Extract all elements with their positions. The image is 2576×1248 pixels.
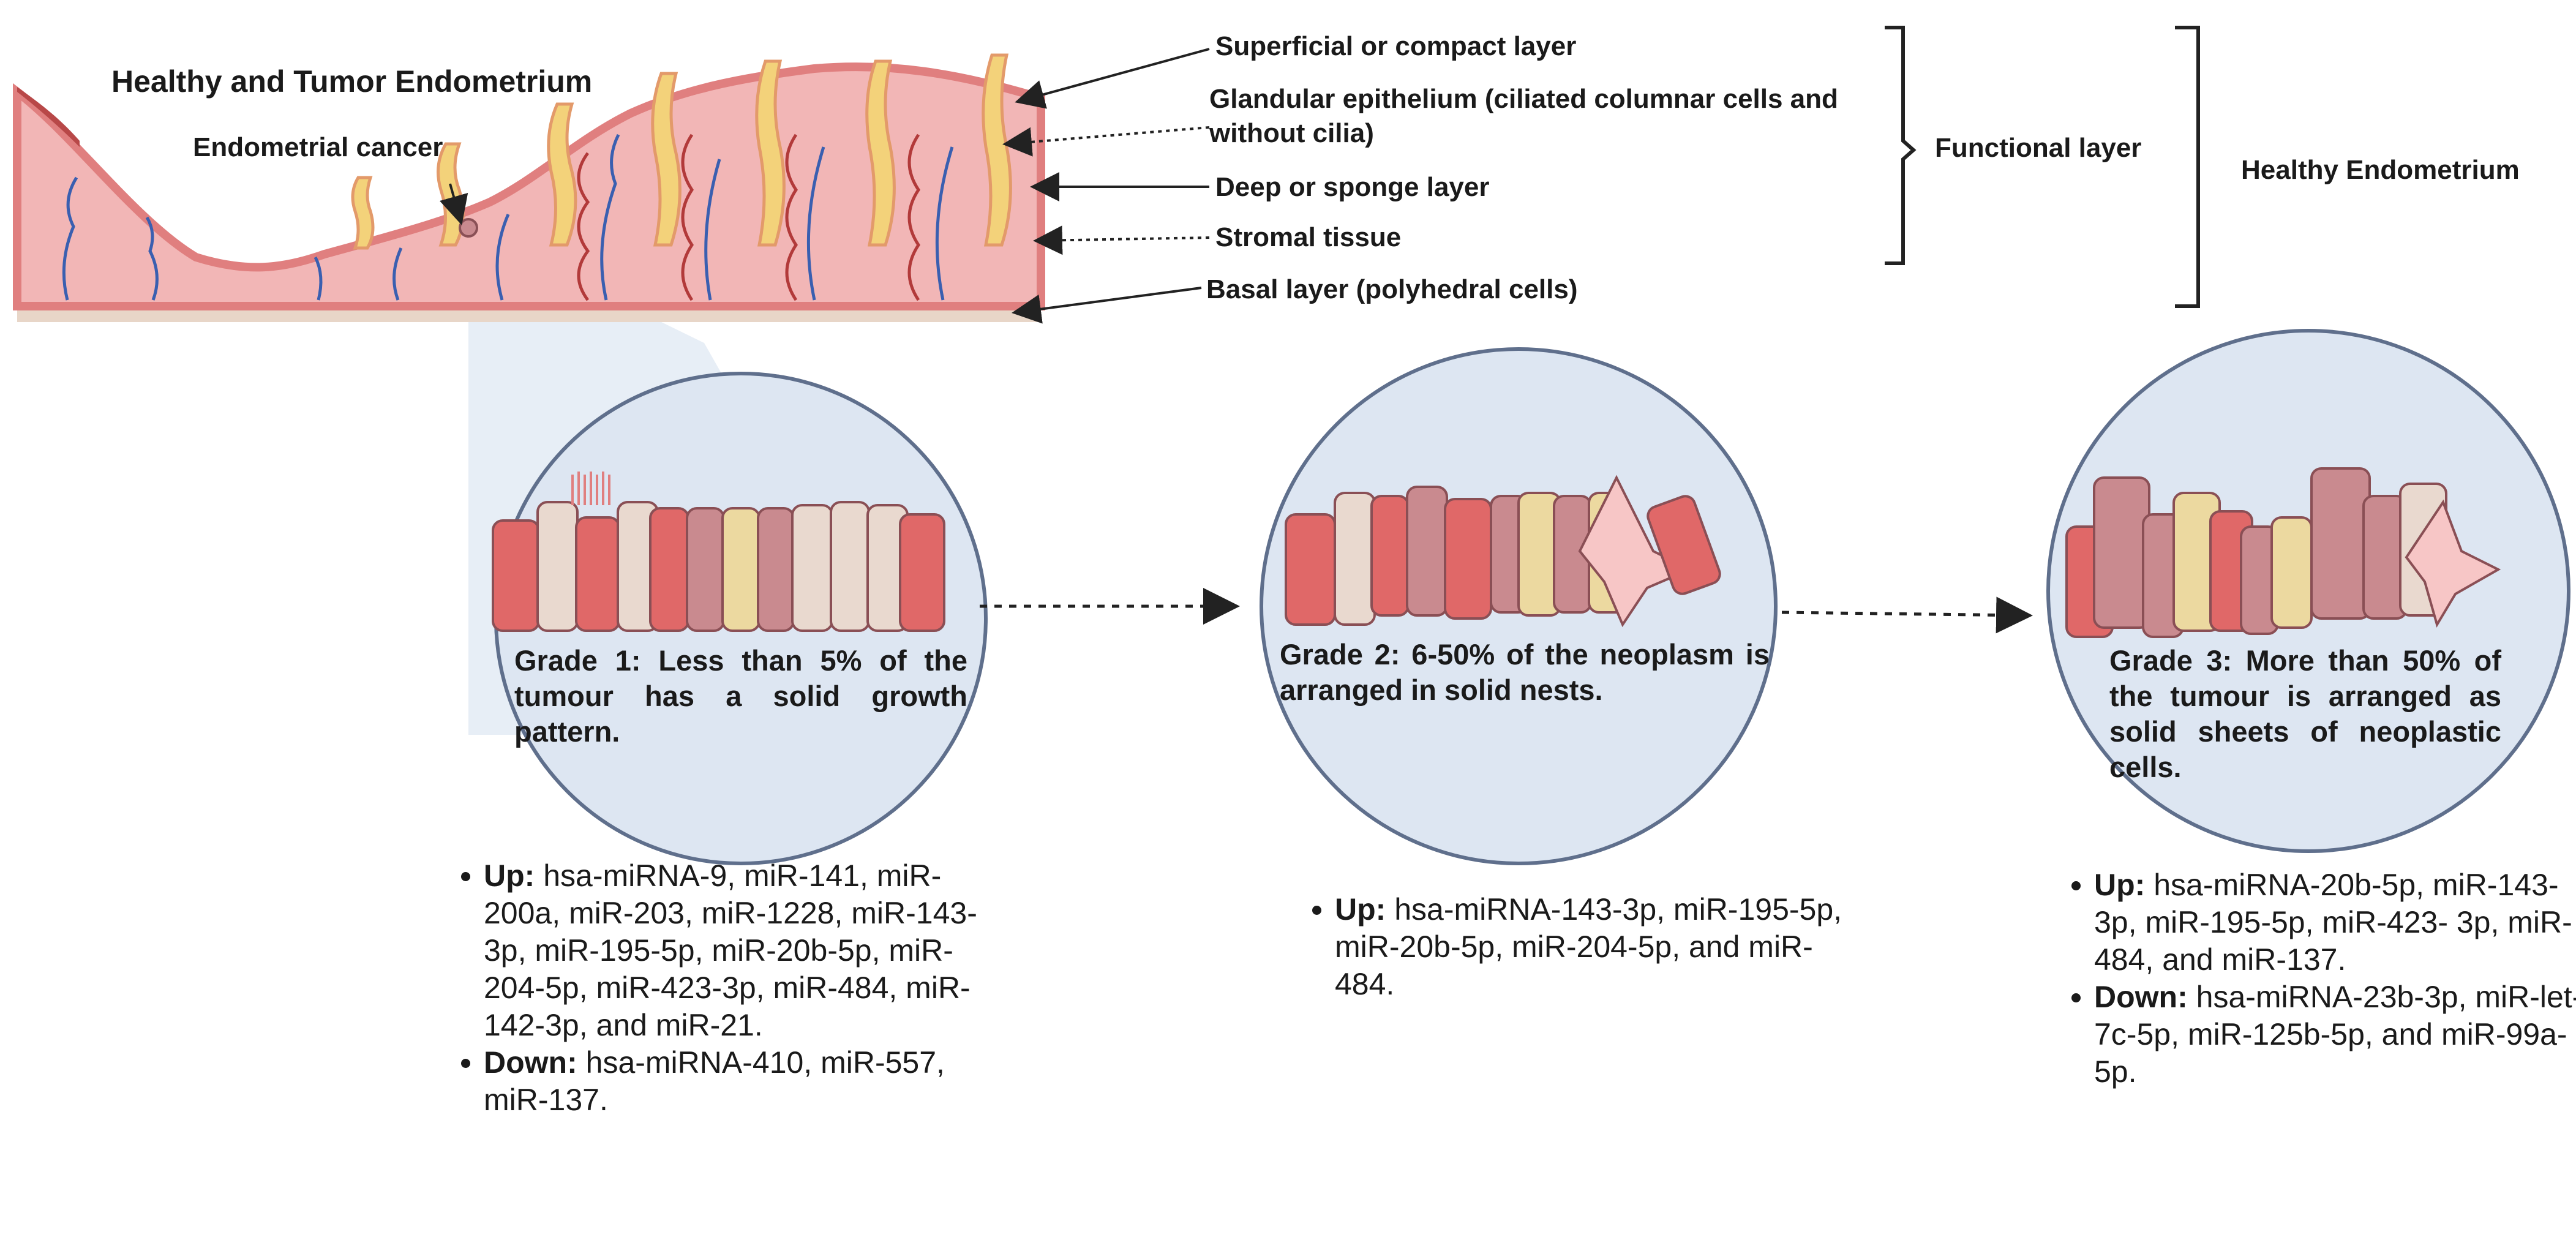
grade-3-up-text: hsa-miRNA-20b-5p, miR-143-3p, miR-195-5p…	[2094, 868, 2572, 977]
up-label: Up:	[484, 859, 535, 893]
grade-2-cells	[1285, 475, 1721, 628]
down-label: Down:	[2094, 980, 2188, 1014]
cancer-site	[459, 218, 478, 238]
grade-2-up-text: hsa-miRNA-143-3p, miR-195-5p, miR-20b-5p…	[1335, 892, 1842, 1001]
grade-1-cells	[492, 472, 945, 632]
grade-3-mirna-list: Up: hsa-miRNA-20b-5p, miR-143-3p, miR-19…	[2051, 866, 2576, 1091]
layer-arrows	[440, 48, 1210, 324]
grade-3-down-text: hsa-miRNA-23b-3p, miR-let-7c-5p, miR-125…	[2094, 980, 2576, 1089]
endometrium-tissue	[13, 53, 1045, 322]
healthy-endometrium-label: Healthy Endometrium	[2241, 155, 2520, 185]
diagram-title: Healthy and Tumor Endometrium	[111, 64, 593, 99]
grade-1-up-item: Up: hsa-miRNA-9, miR-141, miR-200a, miR-…	[484, 857, 986, 1044]
cancer-label: Endometrial cancer	[193, 132, 443, 162]
grade-arrows	[980, 588, 2033, 634]
deep-layer-label: Deep or sponge layer	[1215, 172, 1490, 202]
grade-1-down-item: Down: hsa-miRNA-410, miR-557, miR-137.	[484, 1044, 986, 1119]
grade-1-up-text: hsa-miRNA-9, miR-141, miR-200a, miR-203,…	[484, 859, 977, 1042]
vessels	[62, 133, 954, 301]
grade-1-text: Grade 1: Less than 5% of the tumour has …	[514, 644, 967, 748]
grade-1-down-text: hsa-miRNA-410, miR-557, miR-137.	[484, 1045, 945, 1117]
grade-2-up-item: Up: hsa-miRNA-143-3p, miR-195-5p, miR-20…	[1335, 891, 1843, 1003]
up-label: Up:	[2094, 868, 2146, 902]
grade-3-cells	[2065, 467, 2501, 638]
grade-1-mirna-list: Up: hsa-miRNA-9, miR-141, miR-200a, miR-…	[441, 857, 986, 1119]
basal-layer-label: Basal layer (polyhedral cells)	[1206, 274, 1578, 304]
grade-3-down-item: Down: hsa-miRNA-23b-3p, miR-let-7c-5p, m…	[2094, 979, 2576, 1091]
brackets	[1885, 26, 2200, 308]
grade-2-text: Grade 2: 6-50% of the neoplasm is arrang…	[1280, 638, 1770, 706]
up-label: Up:	[1335, 892, 1386, 927]
glandular-epithelium-label: Glandular epithelium (ciliated columnar …	[1209, 84, 1838, 148]
down-label: Down:	[484, 1045, 577, 1080]
superficial-layer-label: Superficial or compact layer	[1215, 31, 1577, 61]
grade-2-mirna-list: Up: hsa-miRNA-143-3p, miR-195-5p, miR-20…	[1292, 891, 1843, 1003]
stromal-tissue-label: Stromal tissue	[1215, 222, 1402, 252]
functional-layer-label: Functional layer	[1935, 133, 2142, 163]
grade-3-up-item: Up: hsa-miRNA-20b-5p, miR-143-3p, miR-19…	[2094, 866, 2576, 979]
grade-3-text: Grade 3: More than 50% of the tumour is …	[2109, 644, 2501, 783]
